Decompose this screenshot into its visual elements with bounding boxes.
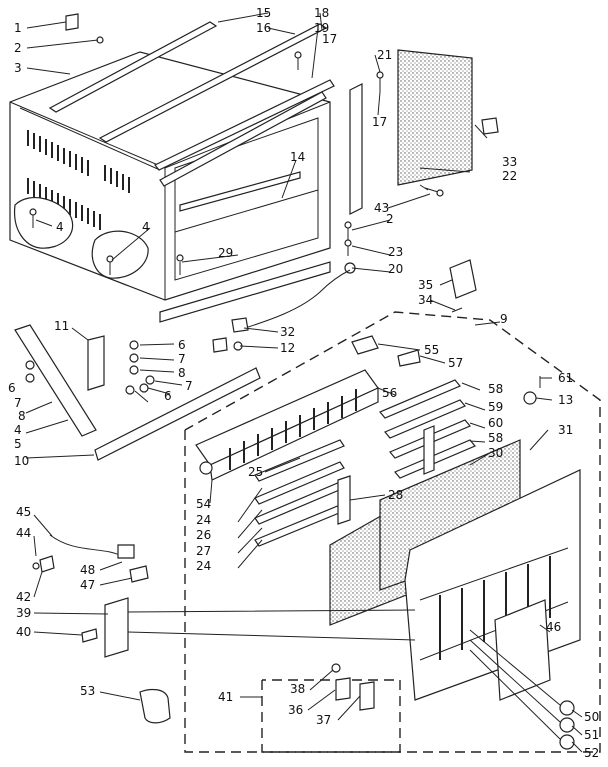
callout-34: 34	[418, 293, 433, 307]
side-panel	[397, 49, 473, 186]
callout-2-b: 2	[386, 212, 394, 226]
lower-left-parts	[32, 534, 416, 724]
callout-28: 28	[388, 488, 403, 502]
callout-8-b: 8	[18, 409, 26, 423]
callout-30: 30	[488, 446, 503, 460]
callout-47: 47	[80, 578, 95, 592]
callout-16: 16	[256, 21, 271, 35]
callout-33: 33	[502, 155, 517, 169]
brackets-left	[14, 324, 261, 461]
callout-27: 27	[196, 544, 211, 558]
callout-57: 57	[448, 356, 463, 370]
callout-6-a: 6	[178, 338, 186, 352]
callout-labels: 1 2 3 15 16 17 18 19 21 17 33 22 4 4 14 …	[8, 6, 599, 760]
callout-55: 55	[424, 343, 439, 357]
callout-24-a: 24	[196, 513, 211, 527]
callout-18: 18	[314, 6, 329, 20]
callout-7-a: 7	[178, 352, 186, 366]
callout-9: 9	[500, 312, 508, 326]
callout-4-a: 4	[56, 220, 64, 234]
callout-52: 52	[584, 746, 599, 760]
callout-12: 12	[280, 341, 295, 355]
screws-upper	[29, 13, 384, 275]
callout-60: 60	[488, 416, 503, 430]
callout-23: 23	[388, 245, 403, 259]
callout-11: 11	[54, 319, 69, 333]
callout-59: 59	[488, 400, 503, 414]
callout-20: 20	[388, 262, 403, 276]
callout-54: 54	[196, 497, 211, 511]
callout-48: 48	[80, 563, 95, 577]
callout-35: 35	[418, 278, 433, 292]
callout-3: 3	[14, 61, 22, 75]
callout-58-b: 58	[488, 431, 503, 445]
callout-25: 25	[248, 465, 263, 479]
cabinet-louvres	[27, 130, 130, 230]
top-rails	[48, 21, 335, 212]
switch-harness	[254, 376, 541, 547]
callout-53: 53	[80, 684, 95, 698]
callout-43: 43	[374, 201, 389, 215]
callout-26: 26	[196, 528, 211, 542]
callout-37: 37	[316, 713, 331, 727]
callout-22: 22	[502, 169, 517, 183]
callout-32: 32	[280, 325, 295, 339]
leader-lines	[25, 12, 583, 753]
callout-7-b: 7	[185, 379, 193, 393]
filters-and-grille	[329, 439, 581, 701]
chassis-outline	[184, 311, 601, 753]
callout-40: 40	[16, 625, 31, 639]
callout-29: 29	[218, 246, 233, 260]
callout-45: 45	[16, 505, 31, 519]
clip-33	[481, 117, 499, 135]
callout-5: 5	[14, 437, 22, 451]
knobs	[469, 629, 575, 750]
callout-10: 10	[14, 454, 29, 468]
callout-15: 15	[256, 6, 271, 20]
callout-24-b: 24	[196, 559, 211, 573]
bracket-21	[349, 83, 363, 215]
callout-21: 21	[377, 48, 392, 62]
callout-39: 39	[16, 606, 31, 620]
callout-56: 56	[382, 386, 397, 400]
callout-19: 19	[314, 21, 329, 35]
callout-4-b: 4	[142, 220, 150, 234]
power-cord	[244, 269, 351, 329]
callout-41: 41	[218, 690, 233, 704]
callout-44: 44	[16, 526, 31, 540]
callout-46: 46	[546, 620, 561, 634]
callout-38: 38	[290, 682, 305, 696]
callout-17-upper: 17	[322, 32, 337, 46]
callout-42: 42	[16, 590, 31, 604]
part-35	[449, 259, 477, 299]
callout-61: 61	[558, 371, 573, 385]
callout-7-c: 7	[14, 396, 22, 410]
callout-36: 36	[288, 703, 303, 717]
callout-14: 14	[290, 150, 305, 164]
control-panel	[195, 335, 421, 481]
callout-1: 1	[14, 21, 22, 35]
screws-mid	[344, 187, 444, 274]
subassembly-41	[261, 663, 401, 753]
callout-17-lower: 17	[372, 115, 387, 129]
callout-6-c: 6	[164, 389, 172, 403]
callout-4-c: 4	[14, 423, 22, 437]
callout-8-a: 8	[178, 366, 186, 380]
callout-2: 2	[14, 41, 22, 55]
callout-51: 51	[584, 728, 599, 742]
callout-31: 31	[558, 423, 573, 437]
cabinet	[9, 51, 331, 323]
callout-50: 50	[584, 710, 599, 724]
callout-6-b: 6	[8, 381, 16, 395]
callout-58-a: 58	[488, 382, 503, 396]
callout-13: 13	[558, 393, 573, 407]
